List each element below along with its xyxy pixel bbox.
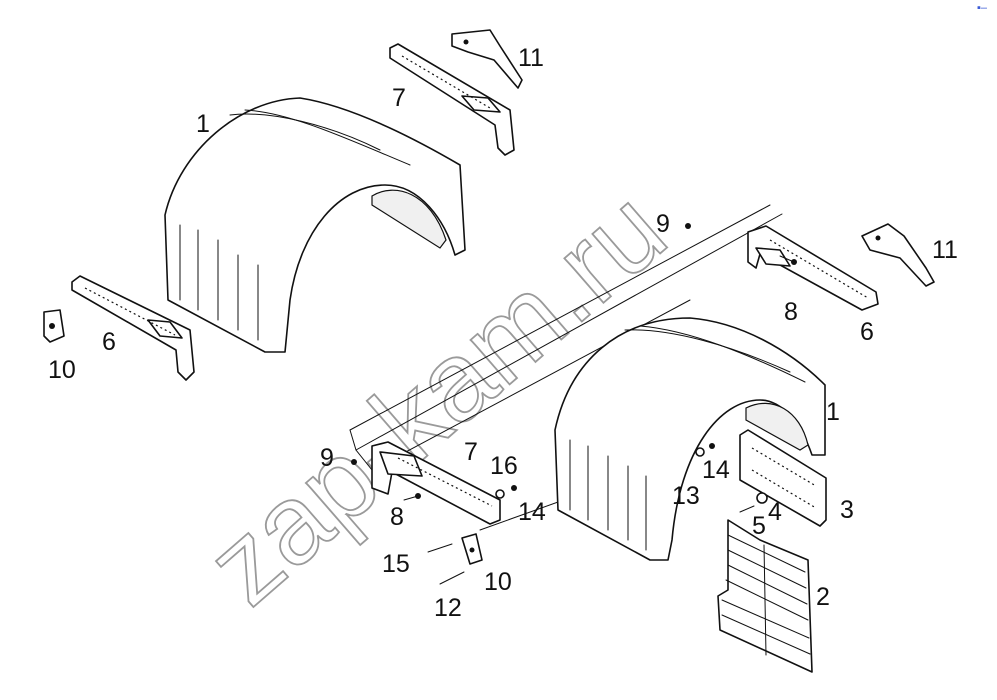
corner-mark: ▪–: [976, 2, 987, 14]
callout-5: 5: [752, 512, 766, 540]
callout-11-top: 11: [518, 44, 544, 72]
splash-plate: [739, 429, 827, 527]
callout-10-left: 10: [48, 356, 76, 384]
mount-right: [861, 223, 935, 287]
fender-upper-left: [164, 97, 466, 353]
callout-11-right: 11: [932, 236, 958, 264]
callout-14-lower: 14: [518, 498, 546, 526]
callout-6-left: 6: [102, 328, 116, 356]
callout-1-upper: 1: [196, 110, 210, 138]
callout-3: 3: [840, 496, 854, 524]
callout-8-lower: 8: [390, 503, 404, 531]
callout-7-lower: 7: [464, 438, 478, 466]
callout-7-top: 7: [392, 84, 406, 112]
bracket-upper-top: [389, 43, 515, 156]
plate-lower: [461, 533, 483, 565]
callout-labels: 1 1 2 3 4 5 6 6 7 7 8 8 9 9 10 10 11 11 …: [48, 44, 958, 622]
fasteners: [351, 223, 768, 585]
bolt-right: [779, 255, 797, 265]
mount-upper-top: [451, 29, 523, 89]
callout-16: 16: [490, 452, 518, 480]
callout-2: 2: [816, 583, 830, 611]
callout-1-lower: 1: [826, 398, 840, 426]
mud-flap: [717, 519, 813, 673]
callout-10-lower: 10: [484, 568, 512, 596]
bracket-right: [747, 225, 879, 311]
bracket-upper-left: [71, 275, 195, 381]
callout-15: 15: [382, 550, 410, 578]
plate-upper-left: [43, 309, 65, 343]
callout-8-right: 8: [784, 298, 798, 326]
bracket-lower-left: [371, 441, 501, 525]
callout-4: 4: [768, 498, 782, 526]
callout-13: 13: [672, 482, 700, 510]
callout-9-upper: 9: [656, 210, 670, 238]
callout-6-right: 6: [860, 318, 874, 346]
callout-12: 12: [434, 594, 462, 622]
callout-9-lower: 9: [320, 444, 334, 472]
callout-14-right: 14: [702, 456, 730, 484]
fender-lower-right: [554, 317, 826, 561]
